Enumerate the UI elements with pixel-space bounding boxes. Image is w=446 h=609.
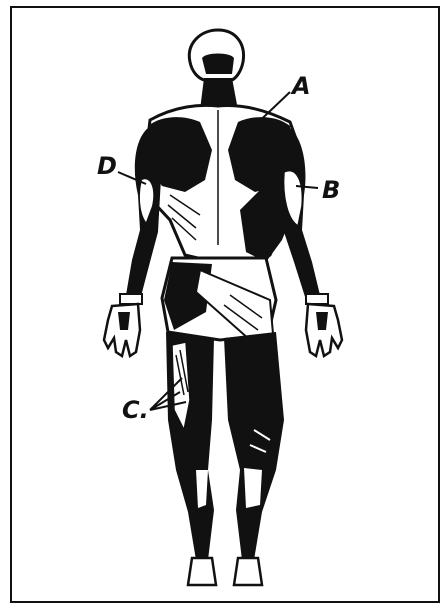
right-arm bbox=[280, 128, 342, 356]
gluteal-region bbox=[162, 258, 276, 345]
right-leg bbox=[224, 332, 284, 585]
label-b: B bbox=[322, 176, 340, 204]
head bbox=[189, 30, 243, 80]
left-leg bbox=[166, 332, 216, 585]
label-d: D bbox=[97, 152, 117, 180]
label-c: C. bbox=[122, 396, 149, 424]
label-a: A bbox=[290, 72, 311, 100]
torso bbox=[142, 105, 300, 262]
